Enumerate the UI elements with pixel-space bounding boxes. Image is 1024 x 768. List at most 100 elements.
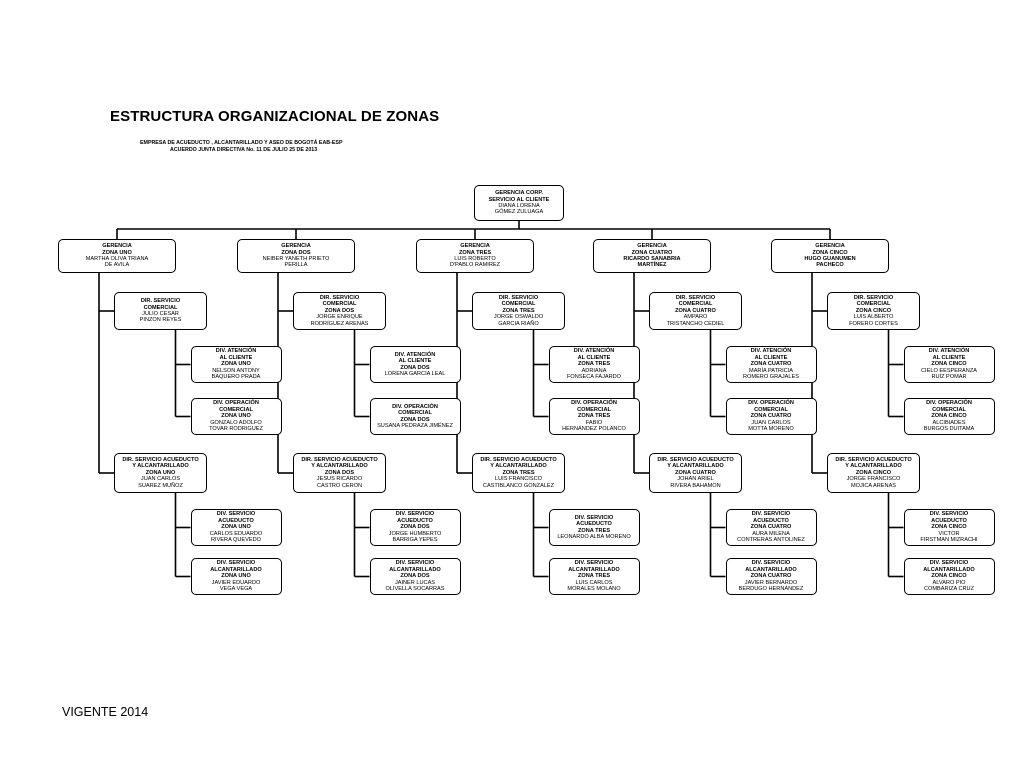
person-name-line: MARTHA OLIVA TRIANA	[85, 256, 149, 262]
person-name-line: TOVAR RODRIGUEZ	[209, 426, 263, 433]
unit-label-line: ZONA TRES	[502, 469, 535, 476]
person-name-line: CASTIBLANCO GONZALEZ	[482, 482, 555, 489]
person-name-line: FIRSTMAN MIZRACHI	[920, 537, 978, 544]
person-name-line: ADRIANA	[581, 367, 607, 374]
unit-label-line: DIV. SERVICIO	[395, 511, 435, 518]
unit-label-line: ZONA TRES	[577, 573, 611, 580]
unit-label-line: ZONA CUATRO	[750, 361, 792, 368]
unit-label-line: ZONA CUATRO	[750, 524, 792, 531]
person-name-line: RIVERA BAHAMON	[670, 482, 721, 489]
person-name-line: LORENA GARCÍA LEAL	[384, 370, 446, 377]
person-name-line: ROMERO GRAJALES	[743, 374, 799, 381]
person-name-line: SUSANA PEDRAZA JIMÉNEZ	[377, 422, 453, 429]
person-name-line: LEONARDO ALBA MORENO	[557, 533, 631, 540]
unit-label-line: ZONA TRES	[502, 307, 535, 314]
unit-label-line: GERENCIA	[637, 243, 667, 250]
person-name-line: CASTRO CERON	[316, 482, 363, 489]
unit-label-line: DIV. OPERACIÓN	[392, 403, 438, 410]
unit-label-line: ZONA DOS	[324, 469, 355, 476]
unit-label-line: PACHECO	[816, 262, 844, 269]
person-name-line: JORGE HUMBERTO	[388, 530, 442, 537]
unit-label-line: AL CLIENTE	[398, 358, 432, 365]
unit-label-line: COMERCIAL	[143, 304, 178, 311]
unit-label-line: ACUEDUCTO	[397, 517, 433, 524]
unit-label-line: DIR. SERVICIO ACUEDUCTO	[657, 456, 734, 463]
unit-label-line: Y ALCANTARILLADO	[311, 463, 368, 470]
unit-label-line: ZONA CINCO	[931, 524, 967, 531]
person-name-line: MARÍA PATRICIA	[749, 367, 793, 374]
agreement-subtitle: ACUERDO JUNTA DIRECTIVA No. 11 DE JULIO …	[170, 147, 318, 153]
validity-note: VIGENTE 2014	[62, 705, 149, 719]
person-name-line: GARCIA RIAÑO	[498, 320, 539, 327]
unit-label-line: DIV. ATENCIÓN	[928, 348, 970, 355]
unit-label-line: COMERCIAL	[398, 410, 432, 417]
person-name-line: JAINER LUCAS	[394, 579, 436, 586]
unit-label-line: ZONA CINCO	[855, 469, 892, 476]
unit-label-line: DIR. SERVICIO ACUEDUCTO	[122, 456, 199, 463]
unit-label-line: GERENCIA	[815, 243, 845, 250]
unit-label-line: DIV. ATENCIÓN	[394, 351, 436, 358]
person-name-line: PINZON REYES	[139, 317, 182, 324]
unit-label-line: ZONA CINCO	[812, 249, 848, 256]
unit-label-line: DIV. SERVICIO	[395, 560, 435, 567]
person-name-line: BURGOS DUITAMA	[923, 426, 975, 433]
company-subtitle: EMPRESA DE ACUEDUCTO , ALCANTARILLADO Y …	[140, 140, 343, 146]
unit-label-line: ALCANTARILLADO	[210, 566, 262, 573]
unit-label-line: DIV. SERVICIO	[929, 511, 969, 518]
unit-label-line: Y ALCANTARILLADO	[132, 463, 189, 470]
unit-label-line: DIV. ATENCIÓN	[750, 348, 792, 355]
unit-label-line: ZONA DOS	[400, 573, 430, 580]
unit-label-line: DIR. SERVICIO ACUEDUCTO	[301, 456, 378, 463]
unit-label-line: DIV. SERVICIO	[751, 560, 791, 567]
person-name-line: LUIS ALBERTO	[853, 314, 894, 321]
person-name-line: MORALES MOLANO	[567, 586, 621, 593]
person-name-line: BERDUGO HERNÁNDEZ	[738, 586, 804, 593]
unit-label-line: ZONA TRES	[458, 249, 492, 256]
unit-label-line: COMERCIAL	[322, 301, 357, 308]
unit-label-line: ZONA TRES	[577, 413, 611, 420]
person-name-line: JUAN CARLOS	[140, 476, 181, 483]
unit-label-line: HUGO GUANUMEN	[804, 256, 856, 262]
unit-label-line: RICARDO SANABRIA	[623, 256, 681, 262]
unit-label-line: DIR. SERVICIO ACUEDUCTO	[480, 456, 557, 463]
person-name-line: COMBARIZA CRUZ	[923, 586, 975, 593]
unit-label-line: AL CLIENTE	[754, 354, 788, 361]
person-name-line: ALVARO PIO	[932, 579, 966, 586]
person-name-line: ALCIBIADES	[932, 419, 966, 426]
unit-label-line: AL CLIENTE	[932, 354, 966, 361]
unit-label-line: MARTÍNEZ	[637, 262, 667, 269]
unit-label-line: DIR. SERVICIO	[319, 294, 360, 301]
unit-label-line: DIV. SERVICIO	[751, 511, 791, 518]
person-name-line: JULIO CESAR	[142, 311, 179, 317]
unit-label-line: COMERCIAL	[754, 406, 788, 413]
unit-label-line: ZONA CINCO	[931, 361, 967, 368]
unit-label-line: ZONA UNO	[221, 524, 251, 531]
unit-label-line: DIV. ATENCIÓN	[573, 348, 615, 355]
unit-label-line: SERVICIO AL CLIENTE	[488, 196, 550, 203]
unit-label-line: DIR. SERVICIO	[140, 298, 181, 305]
unit-label-line: Y ALCANTARILLADO	[490, 463, 547, 470]
person-name-line: HERNÁNDEZ POLANCO	[562, 426, 626, 433]
unit-label-line: DIV. ATENCIÓN	[215, 348, 257, 355]
person-name-line: JORGE ENRIQUE	[316, 314, 363, 321]
person-name-line: PERILLA	[284, 262, 308, 269]
unit-label-line: DIR. SERVICIO	[853, 294, 894, 301]
person-name-line: BARRIGA YEPES	[392, 537, 438, 544]
